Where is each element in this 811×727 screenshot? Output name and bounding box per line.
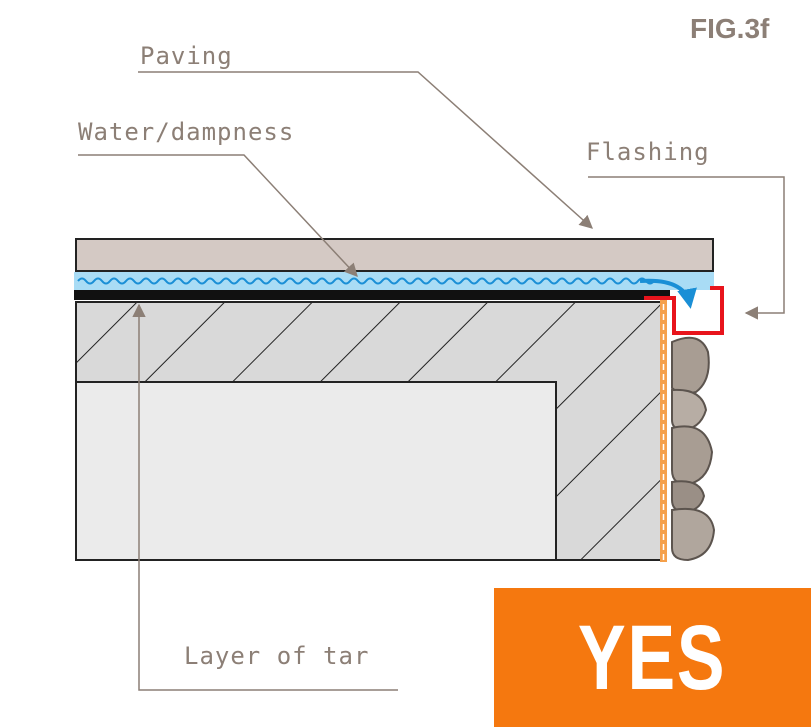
tar-layer: [74, 290, 670, 300]
paving-slab: [75, 238, 714, 272]
plaster-block: [75, 381, 557, 561]
verdict-text: YES: [578, 606, 727, 709]
verdict-badge: YES: [494, 588, 811, 727]
stone-wall: [671, 336, 716, 562]
water-leader: [78, 154, 358, 277]
tar-leader: [132, 303, 398, 691]
label-flashing: Flashing: [586, 138, 710, 166]
water-flow-arrow: [639, 278, 697, 309]
label-paving: Paving: [140, 42, 233, 70]
label-tar: Layer of tar: [184, 642, 369, 670]
figure-label: FIG.3f: [690, 13, 770, 44]
flashing: [644, 286, 724, 335]
concrete-structure: [75, 301, 665, 561]
label-water: Water/dampness: [78, 118, 294, 146]
water-layer: [74, 272, 714, 309]
paving-leader: [138, 71, 594, 229]
wall-render: [660, 300, 667, 562]
flashing-leader: [588, 176, 785, 320]
